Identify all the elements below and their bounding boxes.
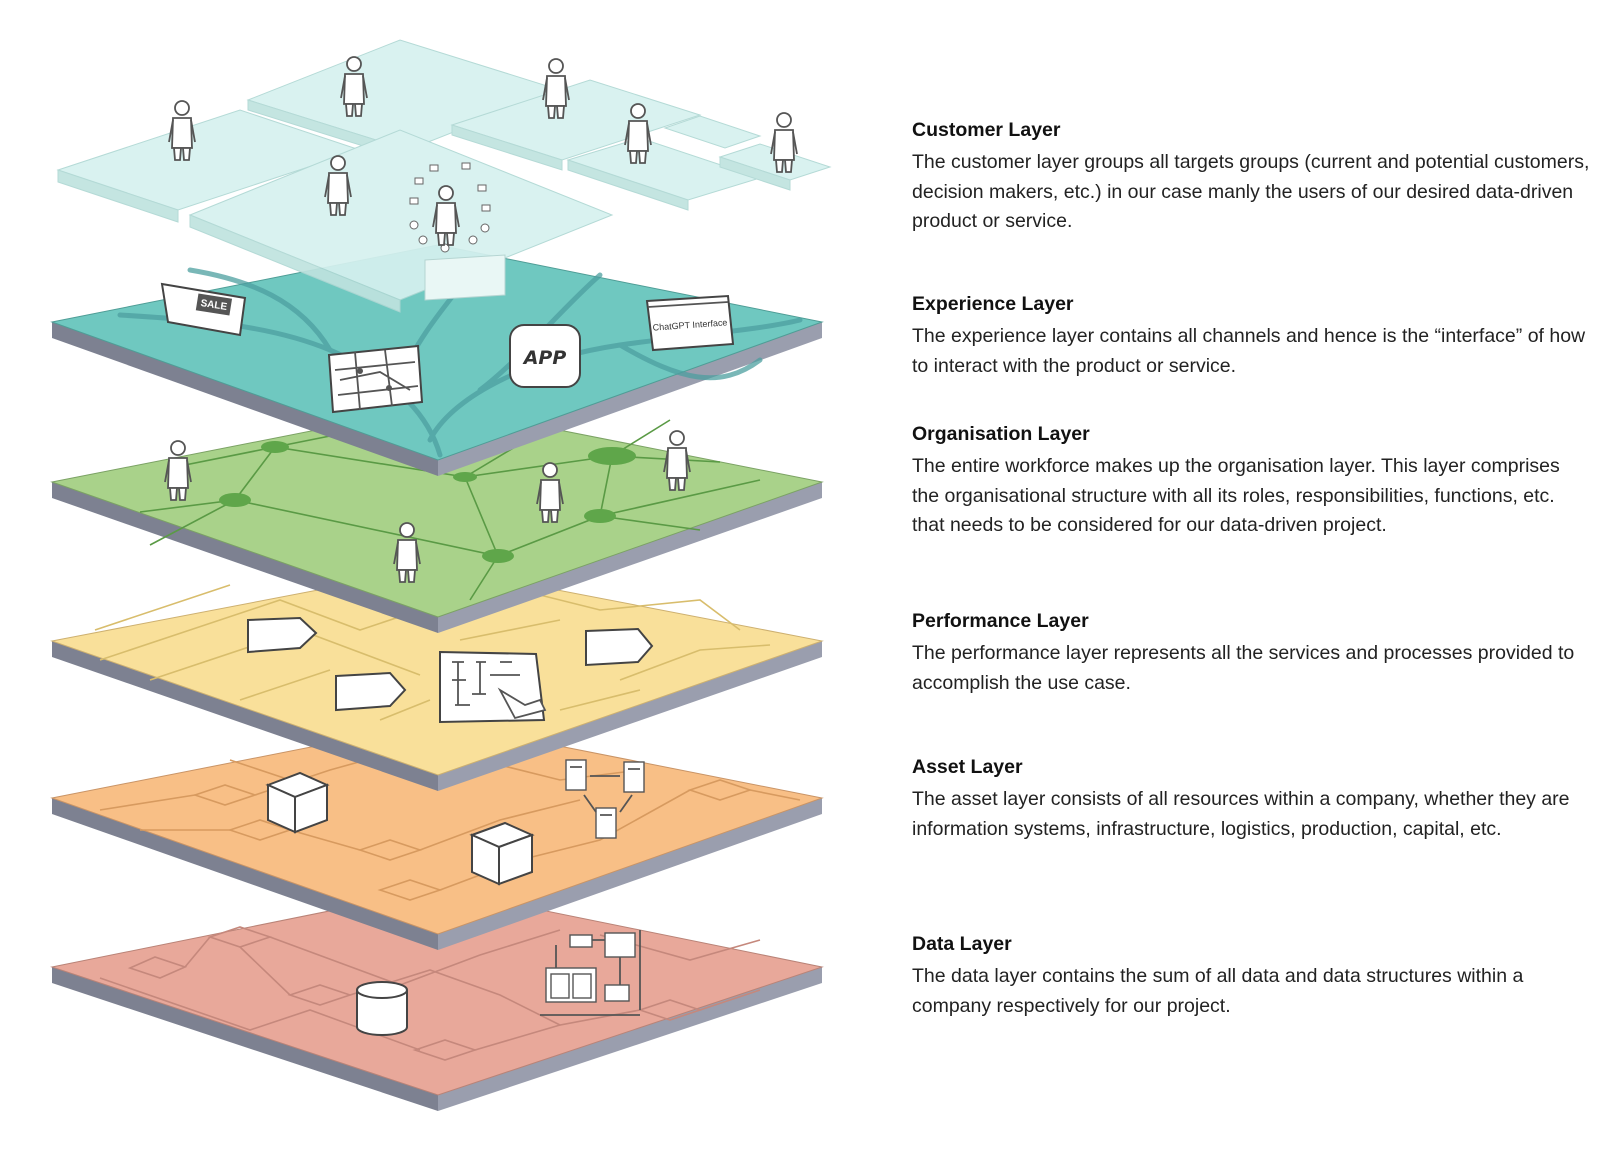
performance-layer-plate (50, 566, 824, 791)
experience-layer-title: Experience Layer (912, 293, 1074, 315)
data-layer-text: The data layer contains the sum of all d… (912, 965, 1524, 1017)
experience-layer-description: Experience Layer The experience layer co… (912, 290, 1592, 381)
process-map-icon (439, 650, 547, 724)
data-structure-icon (540, 930, 641, 1016)
map-icon (327, 344, 424, 414)
organisation-layer-title: Organisation Layer (912, 423, 1090, 445)
organisation-layer-description: Organisation Layer The entire workforce … (912, 420, 1592, 541)
data-layer-description: Data Layer The data layer contains the s… (912, 930, 1592, 1021)
experience-layer-text: The experience layer contains all channe… (912, 325, 1586, 377)
asset-layer-title: Asset Layer (912, 756, 1023, 778)
database-icon (356, 981, 408, 1036)
organisation-layer-text: The entire workforce makes up the organi… (912, 455, 1560, 536)
network-nodes (219, 441, 636, 563)
process-arrow-icon (247, 616, 654, 712)
asset-layer-description: Asset Layer The asset layer consists of … (912, 753, 1592, 844)
asset-layer-text: The asset layer consists of all resource… (912, 788, 1570, 840)
performance-layer-description: Performance Layer The performance layer … (912, 607, 1592, 698)
customer-layer-description: Customer Layer The customer layer groups… (912, 116, 1592, 237)
customer-layer-text: The customer layer groups all targets gr… (912, 151, 1590, 232)
sale-billboard-icon: SALE (160, 282, 247, 337)
performance-layer-title: Performance Layer (912, 610, 1089, 632)
layer-stack-illustration: .edge { fill: #7d8191; } .edge2 { fill: … (50, 39, 832, 1111)
chatgpt-interface-icon: ChatGPT Interface (645, 294, 735, 352)
data-layer-plate (50, 888, 824, 1111)
experience-layer-plate: SALE APP ChatGPT Interface (50, 244, 824, 476)
app-icon: APP (509, 324, 581, 388)
customer-layer-plates (56, 39, 832, 313)
box-icon (265, 771, 330, 834)
interaction-hub-icon (409, 162, 506, 301)
app-label: APP (522, 347, 567, 369)
customer-layer-title: Customer Layer (912, 119, 1061, 141)
box-icon (469, 821, 535, 886)
data-layer-title: Data Layer (912, 933, 1012, 955)
asset-layer-plate (50, 721, 824, 950)
server-icon (565, 759, 645, 839)
performance-layer-text: The performance layer represents all the… (912, 642, 1575, 694)
sale-label: SALE (200, 298, 228, 313)
organisation-layer-plate (50, 405, 824, 633)
